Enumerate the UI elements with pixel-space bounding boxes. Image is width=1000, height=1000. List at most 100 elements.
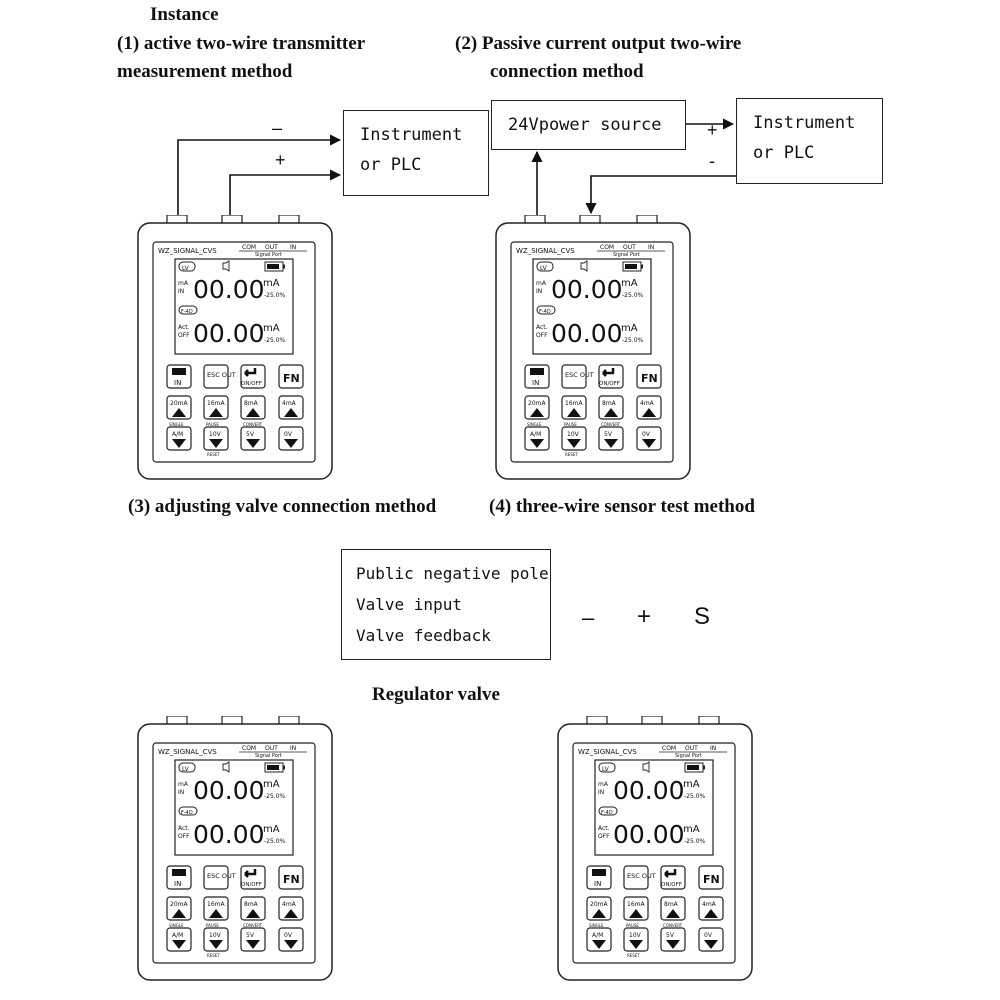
down-arrow-icon (284, 940, 298, 949)
row1-mode: IN (536, 288, 542, 295)
instrument-label: Instrument (360, 125, 463, 145)
mode-badge (178, 261, 196, 272)
mode-badge-text: LV (602, 766, 610, 773)
8ma-key[interactable] (660, 896, 686, 921)
status-badge (178, 806, 198, 816)
out-port-label: OUT (623, 244, 636, 251)
5v-key[interactable] (598, 426, 624, 451)
4ma-key[interactable] (278, 395, 304, 420)
method1-heading-line2: measurement method (117, 61, 293, 82)
16ma-key[interactable] (561, 395, 587, 420)
esc-out-key[interactable] (203, 865, 229, 890)
fn-key[interactable] (636, 364, 662, 389)
valve-negative-label: – (582, 605, 595, 630)
method1-heading-line1: (1) active two-wire transmitter (117, 33, 366, 54)
row2-value: 00.00 (193, 820, 265, 849)
8ma-key[interactable] (240, 896, 266, 921)
up-arrow-icon (284, 408, 298, 417)
10v-key[interactable] (203, 426, 229, 451)
row1-unit-top: mA (178, 280, 189, 287)
fn-key-label: FN (283, 873, 300, 886)
20ma-key[interactable] (586, 896, 612, 921)
20ma-key[interactable] (166, 896, 192, 921)
row1-percent: -25.0% (264, 292, 286, 299)
in-port-label: IN (290, 745, 296, 752)
row2-percent: -25.0% (264, 838, 286, 845)
0v-key[interactable] (698, 927, 724, 952)
16ma-key[interactable] (203, 896, 229, 921)
row1-percent: -25.0% (622, 292, 644, 299)
5v-key-label: 5V (666, 932, 675, 939)
speaker-icon (222, 260, 230, 272)
row1-unit-top: mA (598, 781, 609, 788)
signal-port-label: Signal Port (613, 252, 640, 258)
5v-key[interactable] (240, 426, 266, 451)
4ma-key[interactable] (278, 896, 304, 921)
16ma-key-sublabel: PAUSE (206, 422, 219, 427)
10v-key-label: 10V (629, 932, 642, 939)
4ma-key[interactable] (698, 896, 724, 921)
0v-key[interactable] (278, 426, 304, 451)
enter-icon (602, 368, 615, 377)
com-port-label: COM (600, 244, 614, 251)
fn-key[interactable] (278, 364, 304, 389)
am-key-label: A/M (530, 431, 541, 438)
row2-percent: -25.0% (684, 838, 706, 845)
0v-key[interactable] (636, 426, 662, 451)
10v-key[interactable] (561, 426, 587, 451)
0v-key[interactable] (278, 927, 304, 952)
4ma-key[interactable] (636, 395, 662, 420)
fn-key[interactable] (278, 865, 304, 890)
reset-label: RESET (627, 953, 640, 958)
am-key-label: A/M (172, 932, 183, 939)
in-key-icon (592, 869, 606, 876)
fn-key[interactable] (698, 865, 724, 890)
esc-out-key[interactable] (561, 364, 587, 389)
20ma-key[interactable] (166, 395, 192, 420)
up-arrow-icon (172, 909, 186, 918)
status-badge-text: F-4D (601, 810, 613, 816)
5v-key[interactable] (660, 927, 686, 952)
16ma-key[interactable] (203, 395, 229, 420)
valve-feedback-label: Valve feedback (356, 626, 491, 645)
row1-value: 00.00 (613, 776, 685, 805)
20ma-key[interactable] (524, 395, 550, 420)
power-source-box: 24Vpower source (491, 100, 686, 150)
row2-unit: mA (263, 323, 280, 334)
down-arrow-icon (172, 439, 186, 448)
am-key[interactable] (586, 927, 612, 952)
up-arrow-icon (666, 909, 680, 918)
in-key-icon (530, 368, 544, 375)
0v-key-label: 0V (642, 431, 651, 438)
am-key[interactable] (166, 927, 192, 952)
5v-key[interactable] (240, 927, 266, 952)
method1-positive-label: + (275, 150, 286, 170)
10v-key[interactable] (623, 927, 649, 952)
model-label: WZ_SIGNAL_CVS (516, 247, 575, 255)
method1-negative-label: – (272, 118, 283, 138)
reset-label: RESET (565, 452, 578, 457)
am-key[interactable] (166, 426, 192, 451)
esc-out-key[interactable] (623, 865, 649, 890)
4ma-key-label: 4mA (640, 400, 655, 407)
down-arrow-icon (592, 940, 606, 949)
8ma-key[interactable] (598, 395, 624, 420)
in-key-label: IN (174, 379, 181, 387)
method2-return-wire (585, 175, 736, 215)
16ma-key[interactable] (623, 896, 649, 921)
10v-key-label: 10V (567, 431, 580, 438)
am-key[interactable] (524, 426, 550, 451)
speaker-icon (222, 761, 230, 773)
10v-key[interactable] (203, 927, 229, 952)
esc-out-key[interactable] (203, 364, 229, 389)
0v-key-label: 0V (704, 932, 713, 939)
up-arrow-icon (246, 909, 260, 918)
valve-input-label: Valve input (356, 595, 462, 614)
8ma-key[interactable] (240, 395, 266, 420)
up-arrow-icon (284, 909, 298, 918)
mode-badge-text: LV (182, 766, 190, 773)
20ma-key-sublabel: SINGLE (169, 422, 184, 427)
in-port-label: IN (290, 244, 296, 251)
row2-mode: OFF (178, 332, 190, 339)
